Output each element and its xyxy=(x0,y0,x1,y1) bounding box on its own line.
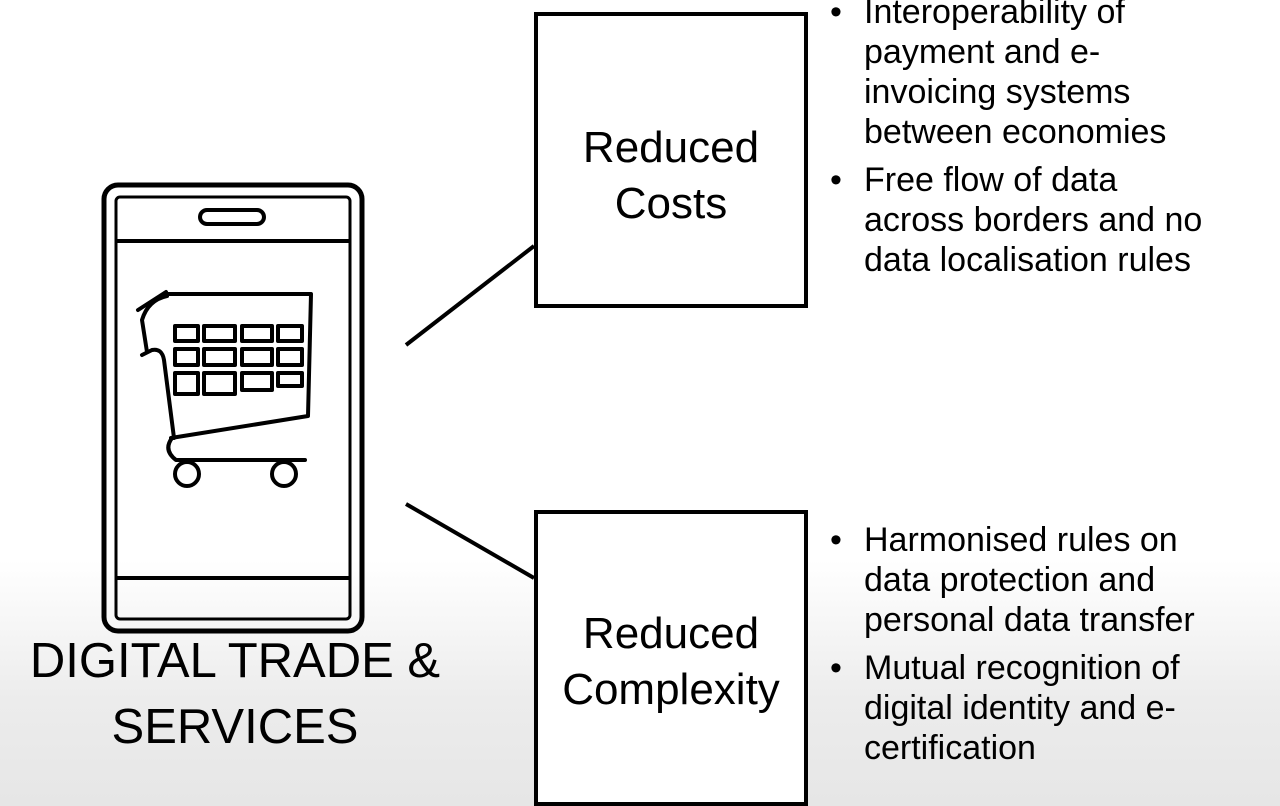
bullet-line: invoicing systems xyxy=(864,73,1131,111)
bullet-line: certification xyxy=(864,729,1036,767)
bullet-harmonised-rules: • Harmonised rules on data protection an… xyxy=(826,520,1276,640)
bullet-line: personal data transfer xyxy=(864,601,1195,639)
box-complexity-line-1: Reduced xyxy=(582,609,760,658)
bullet-dot-icon: • xyxy=(830,161,842,199)
costs-bullet-list: • Interoperability of payment and e- inv… xyxy=(826,0,1276,288)
connector-line-complexity xyxy=(404,502,536,580)
bullet-line: Interoperability of xyxy=(864,0,1125,31)
bullet-free-flow-of-data: • Free flow of data across borders and n… xyxy=(826,160,1276,280)
bullet-line: Free flow of data xyxy=(864,161,1118,199)
box-complexity-line-2: Complexity xyxy=(562,665,780,714)
bullet-line: data protection and xyxy=(864,561,1156,599)
shopping-cart-icon xyxy=(136,290,313,488)
bullet-line: between economies xyxy=(864,113,1167,151)
bullet-line: Harmonised rules on xyxy=(864,521,1178,559)
bullet-mutual-recognition: • Mutual recognition of digital identity… xyxy=(826,648,1276,768)
connector-line-costs xyxy=(404,244,536,347)
bullet-interoperability: • Interoperability of payment and e- inv… xyxy=(826,0,1276,152)
bullet-dot-icon: • xyxy=(830,521,842,559)
complexity-bullet-list: • Harmonised rules on data protection an… xyxy=(826,520,1276,776)
smartphone-icon xyxy=(101,182,365,634)
reduced-complexity-box: Reduced Complexity xyxy=(534,510,808,806)
box-costs-line-2: Costs xyxy=(614,179,728,228)
caption-line-2: SERVICES xyxy=(111,700,359,754)
bullet-line: Mutual recognition of xyxy=(864,649,1180,687)
box-costs-line-1: Reduced xyxy=(582,123,760,172)
bullet-dot-icon: • xyxy=(830,0,842,31)
bullet-line: payment and e- xyxy=(864,33,1101,71)
caption-line-1: DIGITAL TRADE & xyxy=(29,634,441,688)
phone-caption: DIGITAL TRADE & SERVICES xyxy=(0,628,470,760)
bullet-line: digital identity and e- xyxy=(864,689,1176,727)
bullet-line: data localisation rules xyxy=(864,241,1191,279)
bullet-dot-icon: • xyxy=(830,649,842,687)
reduced-costs-box: Reduced Costs xyxy=(534,12,808,308)
bullet-line: across borders and no xyxy=(864,201,1203,239)
